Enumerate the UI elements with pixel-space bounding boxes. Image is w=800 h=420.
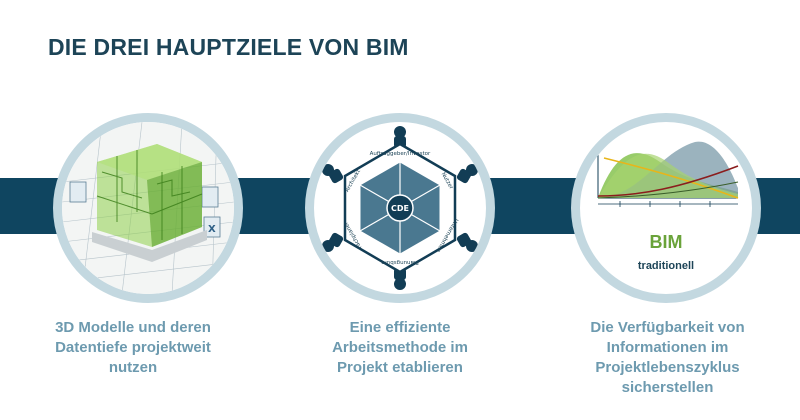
svg-text:X: X xyxy=(208,224,216,235)
page-title: DIE DREI HAUPTZIELE VON BIM xyxy=(48,34,409,60)
caption-3d-models: 3D Modelle und deren Datentiefe projektw… xyxy=(8,318,258,378)
cde-center-label: CDE xyxy=(391,204,409,213)
chart-label-bim: BIM xyxy=(649,232,683,252)
caption-line: Datentiefe projektweit xyxy=(55,339,211,356)
caption-line: Informationen im xyxy=(606,339,729,356)
caption-information-availability: Die Verfügbarkeit von Informationen im P… xyxy=(540,318,795,398)
caption-line: Die Verfügbarkeit von xyxy=(590,319,745,336)
lifecycle-chart-circle: BIM traditionell xyxy=(571,113,761,303)
caption-line: 3D Modelle und deren xyxy=(55,319,211,336)
caption-line: Projekt etablieren xyxy=(337,359,463,376)
caption-working-method: Eine effiziente Arbeitsmethode im Projek… xyxy=(275,318,525,378)
cde-hexagon-diagram-icon: CDE Auftraggeber/Investor Nutzer Unterne… xyxy=(322,126,478,290)
caption-line: nutzen xyxy=(108,359,158,376)
building-3d-model-icon: X xyxy=(62,122,234,294)
lifecycle-curve-chart-icon xyxy=(597,141,739,207)
building-model-circle: X xyxy=(53,113,243,303)
chart-label-traditional: traditionell xyxy=(637,260,695,272)
segment-label-client: Auftraggeber/Investor xyxy=(370,151,431,157)
caption-line: Eine effiziente xyxy=(349,319,451,336)
caption-line: Arbeitsmethode im xyxy=(332,339,468,356)
cde-diagram-circle: CDE Auftraggeber/Investor Nutzer Unterne… xyxy=(305,113,495,303)
caption-line: sicherstellen xyxy=(621,379,714,396)
caption-line: Projektlebenszyklus xyxy=(595,359,740,376)
segment-label-planning-office: Planungsbüro xyxy=(381,259,419,265)
